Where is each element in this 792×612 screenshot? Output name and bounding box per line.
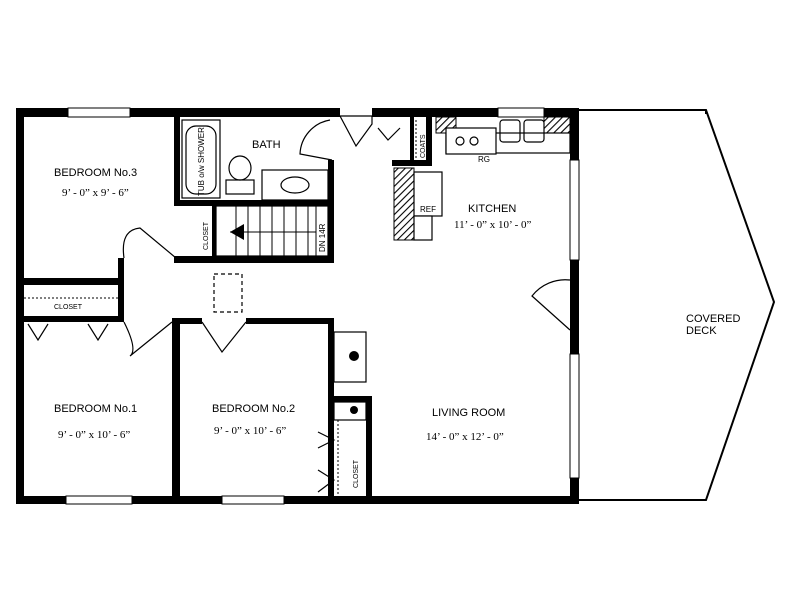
living-room-label: LIVING ROOM xyxy=(432,407,505,419)
room-labels: BEDROOM No.3 9’ - 0” x 9’ - 6” BATH TUB … xyxy=(54,127,740,488)
staircase xyxy=(215,205,329,257)
interior-walls xyxy=(16,116,432,504)
bed2-closet-label: CLOSET xyxy=(353,459,360,488)
living-room-size: 14’ - 0” x 12’ - 0” xyxy=(426,431,504,443)
kitchen-size: 11’ - 0” x 10’ - 0” xyxy=(454,219,531,231)
exterior-walls xyxy=(16,108,579,504)
windows xyxy=(65,107,580,505)
kitchen-label: KITCHEN xyxy=(468,203,516,215)
ref-label: REF xyxy=(420,205,436,214)
bedroom1-label: BEDROOM No.1 xyxy=(54,403,137,415)
bath-fixtures xyxy=(181,119,329,201)
tub-label: TUB o/w SHOWER xyxy=(197,127,206,196)
deck-label-line2: DECK xyxy=(686,325,717,337)
stair-closet-label: CLOSET xyxy=(203,221,210,250)
covered-deck-outline xyxy=(578,109,776,501)
deck-label-line1: COVERED xyxy=(686,313,740,325)
bedroom2-size: 9’ - 0” x 10’ - 6” xyxy=(214,425,286,437)
kitchen-fixtures xyxy=(393,116,571,241)
stairs-label: DN 14R xyxy=(318,223,327,252)
coats-label: COATS xyxy=(420,134,427,158)
bedroom3-size: 9’ - 0” x 9’ - 6” xyxy=(62,187,129,199)
bed1-closet-label: CLOSET xyxy=(54,304,83,311)
range-label: RG xyxy=(478,155,490,164)
bath-label: BATH xyxy=(252,139,281,151)
bedroom2-label: BEDROOM No.2 xyxy=(212,403,295,415)
utility-fixtures xyxy=(213,273,367,421)
doors xyxy=(27,115,571,493)
bedroom3-label: BEDROOM No.3 xyxy=(54,167,137,179)
bedroom1-size: 9’ - 0” x 10’ - 6” xyxy=(58,429,130,441)
closet-lines xyxy=(24,120,417,494)
